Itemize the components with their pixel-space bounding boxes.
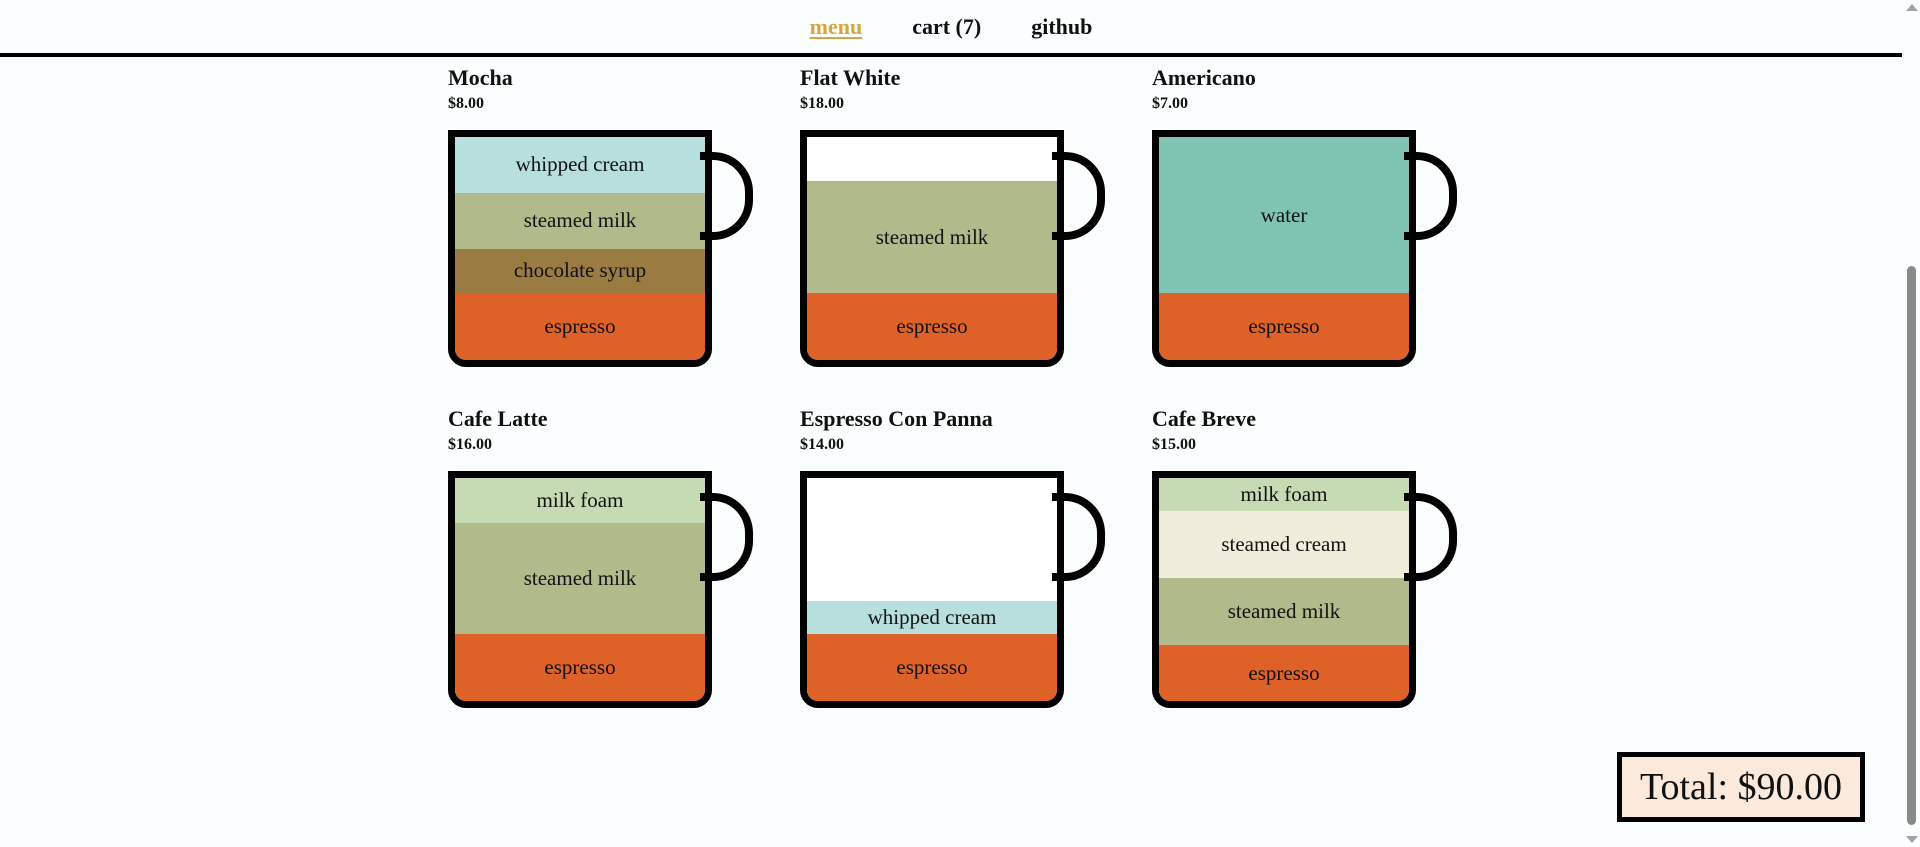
layer-espresso: espresso: [1159, 293, 1409, 360]
layer-milk-foam: milk foam: [1159, 478, 1409, 511]
layer-steamed-milk: steamed milk: [455, 192, 705, 249]
layer-espresso: espresso: [1159, 645, 1409, 701]
layer-espresso: espresso: [455, 634, 705, 701]
scroll-down-arrow-icon[interactable]: [1906, 836, 1918, 843]
coffee-price: $16.00: [448, 436, 492, 453]
layer-espresso: espresso: [455, 293, 705, 360]
top-nav: menu cart (7) github: [0, 0, 1902, 57]
nav-link-cart[interactable]: cart (7): [912, 14, 982, 39]
coffee-name: Americano: [1152, 65, 1256, 90]
layer-steamed-milk: steamed milk: [455, 522, 705, 635]
coffee-price: $14.00: [800, 436, 844, 453]
scroll-up-arrow-icon[interactable]: [1906, 4, 1918, 11]
mug-handle: [700, 493, 753, 581]
mug-handle: [1404, 152, 1457, 240]
layer-steamed-milk: steamed milk: [807, 181, 1057, 293]
layer-water: water: [1159, 137, 1409, 293]
mug-handle: [700, 152, 753, 240]
layer-milk-foam: milk foam: [455, 478, 705, 523]
coffee-name: Cafe Breve: [1152, 406, 1257, 431]
nav-link-menu[interactable]: menu: [809, 14, 863, 39]
layer-espresso: espresso: [807, 293, 1057, 360]
coffee-name: Mocha: [448, 65, 513, 90]
layer-steamed-milk: steamed milk: [1159, 578, 1409, 645]
coffee-price: $15.00: [1152, 436, 1196, 453]
coffee-name: Espresso Con Panna: [800, 406, 993, 431]
coffee-price: $18.00: [800, 95, 844, 112]
coffee-price: $8.00: [448, 95, 484, 112]
layer-whipped-cream: whipped cream: [807, 601, 1057, 634]
mug-handle: [1052, 493, 1105, 581]
coffee-price: $7.00: [1152, 95, 1188, 112]
layer-chocolate-syrup: chocolate syrup: [455, 248, 705, 294]
vertical-scrollbar[interactable]: [1903, 0, 1920, 847]
layer-whipped-cream: whipped cream: [455, 137, 705, 193]
mug-handle: [1404, 493, 1457, 581]
layer-espresso: espresso: [807, 634, 1057, 701]
layer-steamed-cream: steamed cream: [1159, 511, 1409, 578]
coffee-name: Flat White: [800, 65, 901, 90]
nav-link-github[interactable]: github: [1031, 14, 1093, 39]
coffee-name: Cafe Latte: [448, 406, 548, 431]
mug-handle: [1052, 152, 1105, 240]
total-display[interactable]: Total: $90.00: [1617, 752, 1865, 822]
scrollbar-thumb[interactable]: [1907, 266, 1916, 825]
